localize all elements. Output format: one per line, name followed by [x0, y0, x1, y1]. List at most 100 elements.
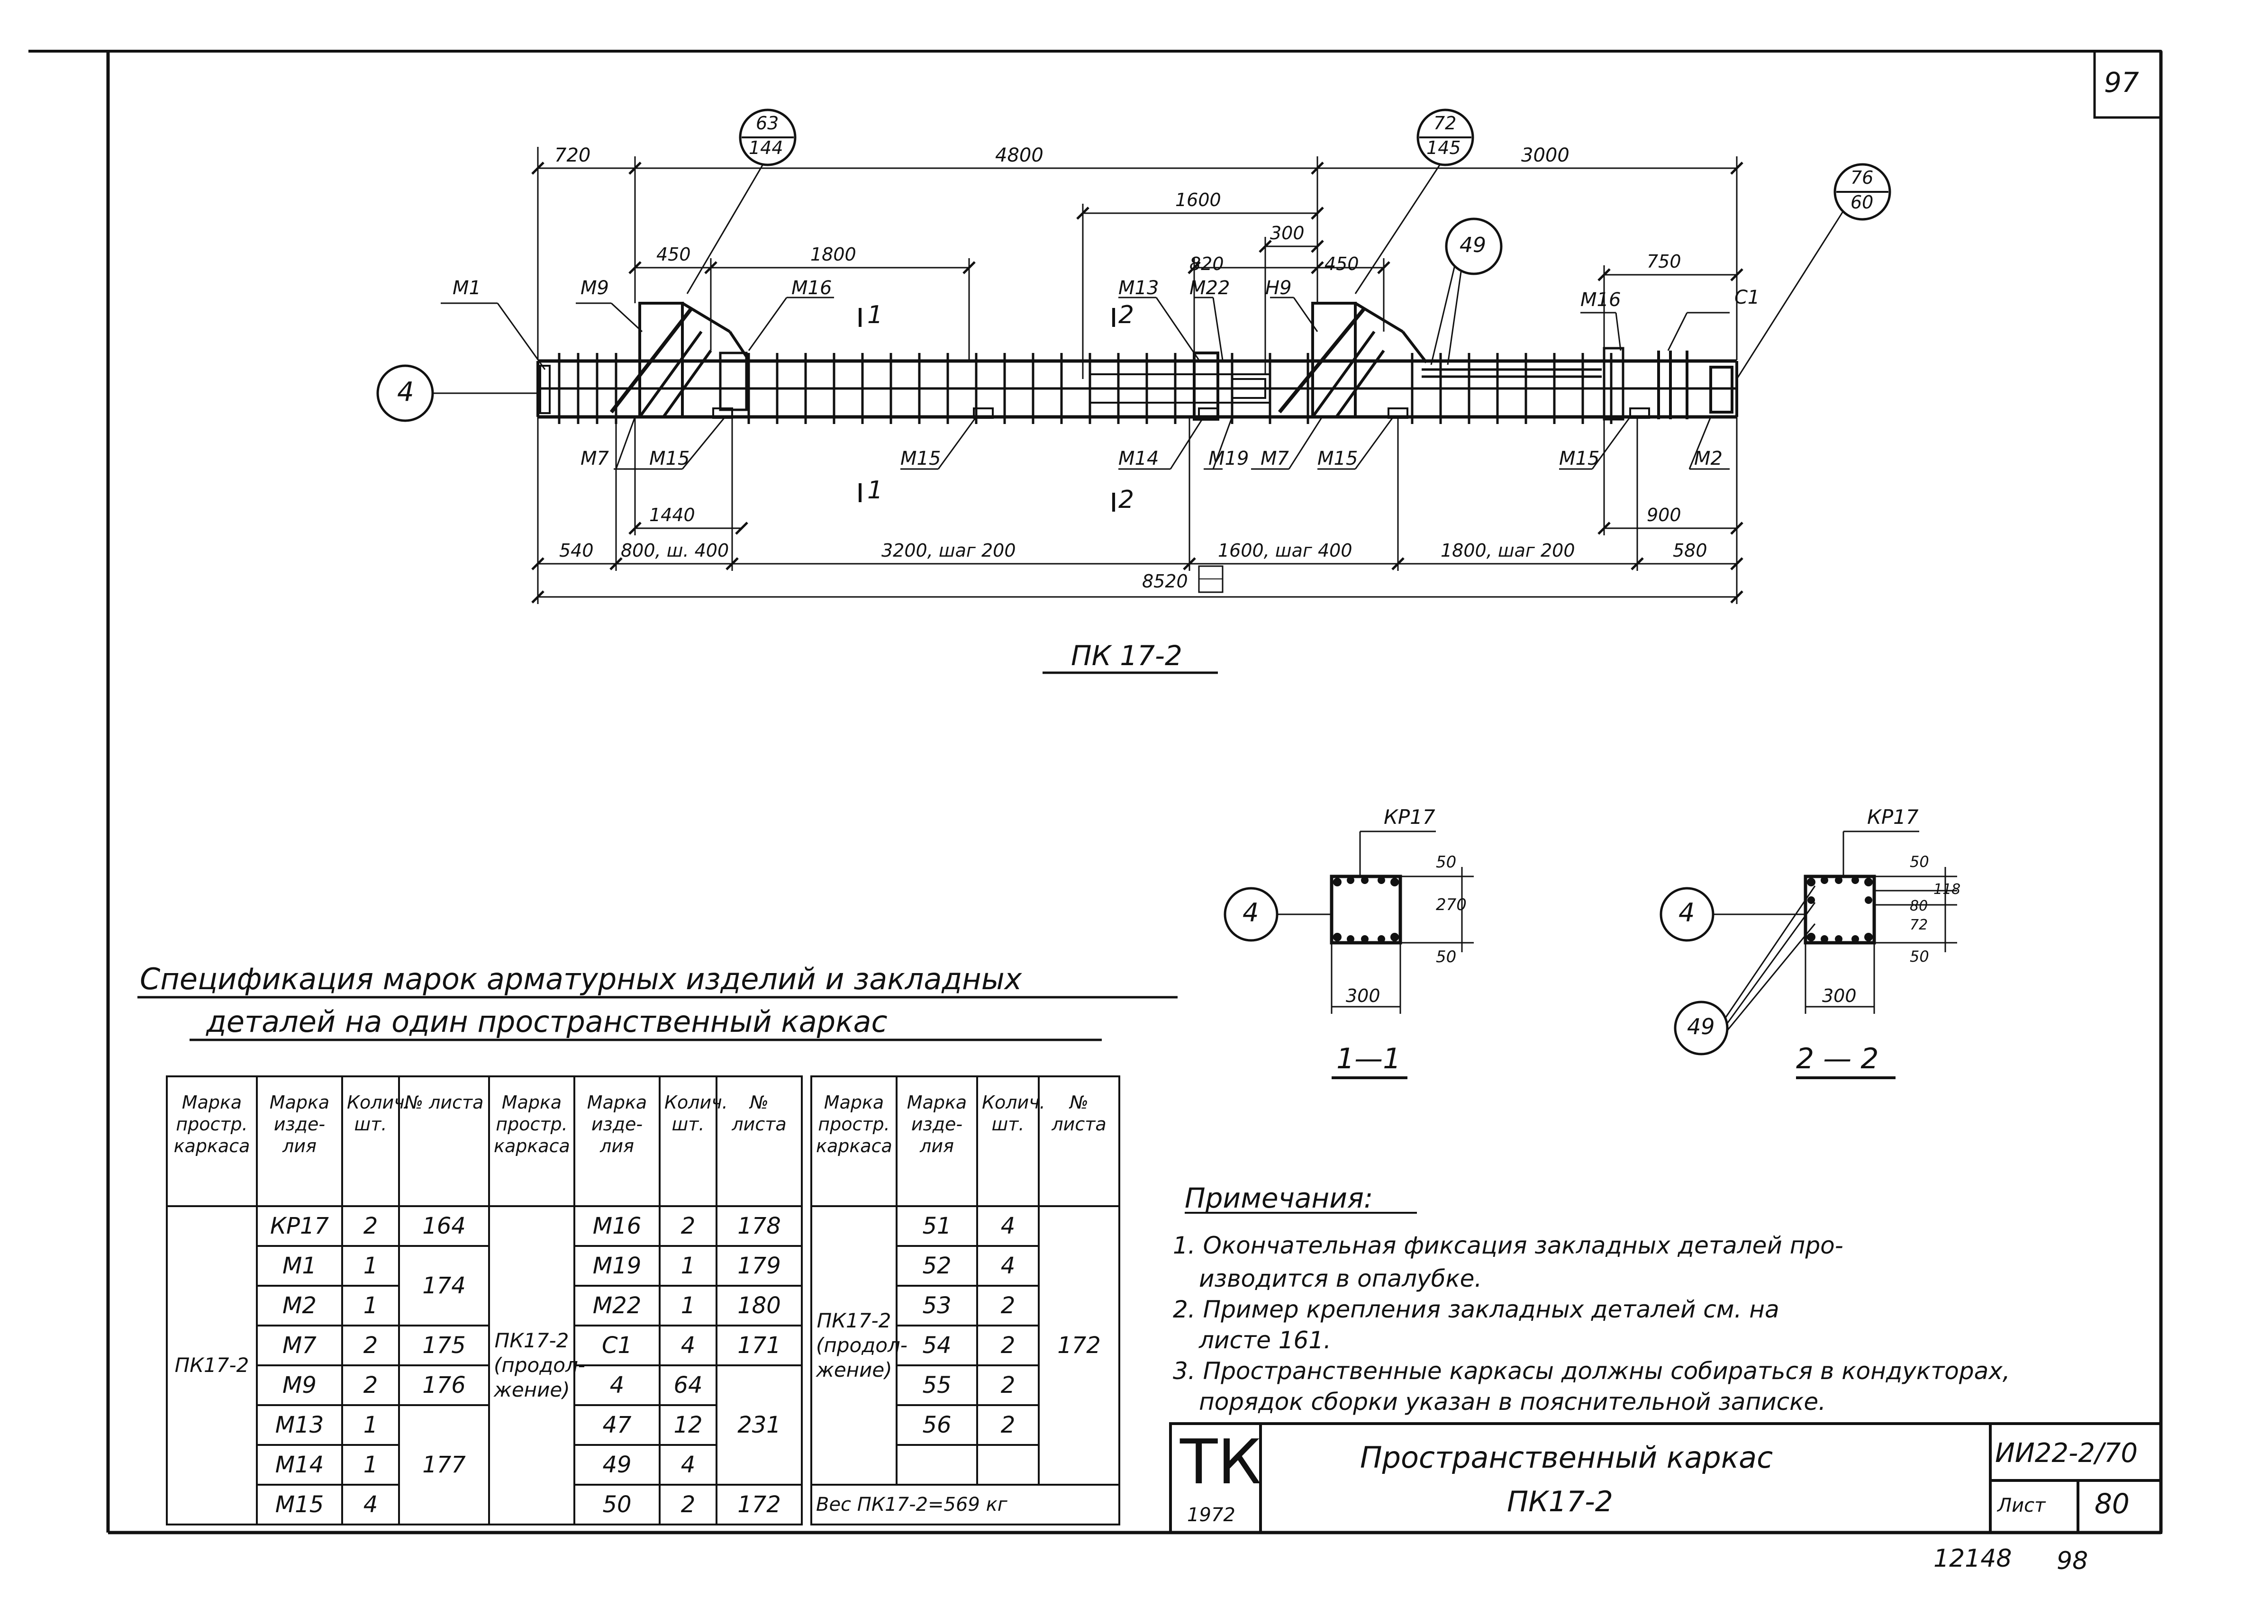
section-mark-2-top: 2 — [1118, 301, 1134, 329]
dim-900: 900 — [1647, 505, 1681, 525]
qty: 4 — [976, 1245, 1040, 1287]
label-m9-left: М9 — [581, 277, 609, 299]
label-m15-2: М15 — [900, 448, 941, 469]
dim-1800: 1800 — [810, 244, 856, 265]
item: КР17 — [256, 1205, 343, 1247]
dimension-tick — [1730, 557, 1743, 570]
header-item: Марка изде- лия — [256, 1075, 343, 1207]
sheet: 164 — [398, 1205, 490, 1247]
dim-580: 580 — [1673, 540, 1707, 561]
section-1-dim-270: 270 — [1436, 895, 1467, 914]
frame-cell: ПК17-2 (продол- жение) — [488, 1205, 585, 1525]
label-m7-left: М7 — [581, 448, 609, 469]
label-m14: М14 — [1118, 448, 1159, 469]
label-m16-right: М16 — [1580, 289, 1621, 311]
qty: 1 — [659, 1285, 717, 1326]
drawing-title: ПК 17-2 — [1071, 640, 1182, 672]
label-m2: М2 — [1694, 448, 1723, 469]
qty: 1 — [659, 1245, 717, 1287]
frame-cell: ПК17-2 (продол- жение) — [810, 1205, 907, 1486]
section-1-dim-50a: 50 — [1436, 853, 1457, 872]
spec-title-line1: Спецификация марок арматурных изделий и … — [140, 962, 1022, 996]
dimension-tick — [1311, 207, 1324, 220]
ref-72: 72 — [1433, 113, 1457, 134]
item: 53 — [896, 1285, 978, 1326]
dim-750: 750 — [1647, 251, 1681, 272]
qty: 2 — [976, 1325, 1040, 1366]
dimension-lines — [537, 147, 1738, 604]
dim-3200-step: 3200, шаг 200 — [881, 540, 1016, 561]
dimension-tick — [726, 557, 739, 570]
item — [896, 1444, 978, 1486]
label-m19: М19 — [1208, 448, 1249, 469]
section-bars — [1333, 876, 1873, 943]
dimension-tick — [1730, 268, 1743, 281]
qty: 2 — [976, 1285, 1040, 1326]
header-frame: Марка простр. каркаса — [166, 1075, 258, 1207]
title-block-name-2: ПК17-2 — [1507, 1485, 1613, 1518]
dim-4800: 4800 — [995, 144, 1043, 166]
dimension-tick — [735, 522, 748, 535]
ref-63: 63 — [756, 113, 779, 134]
dimension-tick — [1311, 261, 1324, 274]
qty: 2 — [659, 1484, 717, 1525]
dimension-tick — [704, 261, 717, 274]
dim-8520: 8520 — [1142, 571, 1188, 592]
dimension-tick — [1311, 240, 1324, 253]
section-1-title: 1—1 — [1336, 1042, 1401, 1075]
dimension-tick — [531, 557, 544, 570]
dim-720: 720 — [554, 144, 591, 166]
note-line-4: листе 161. — [1199, 1326, 1332, 1354]
section-1-1 — [1224, 830, 1474, 1079]
header-qty: Колич. шт. — [976, 1075, 1045, 1207]
header-sheet: № листа — [398, 1075, 490, 1207]
dimension-tick — [1730, 522, 1743, 535]
dimension-ticks — [531, 162, 1743, 604]
dim-800-step: 800, ш. 400 — [621, 540, 729, 561]
item: М19 — [573, 1245, 661, 1287]
dimension-tick — [1391, 557, 1405, 570]
sheet: 178 — [716, 1205, 803, 1247]
title-block-name-1: Пространственный каркас — [1360, 1440, 1773, 1475]
header-qty: Колич. шт. — [659, 1075, 728, 1207]
section-2-bubble: 4 — [1678, 898, 1695, 928]
item: 56 — [896, 1404, 978, 1446]
section-mark-1-top: 1 — [867, 301, 883, 329]
qty: 4 — [976, 1205, 1040, 1247]
section-1-dim-300: 300 — [1346, 985, 1380, 1006]
qty: 2 — [976, 1404, 1040, 1446]
note-line-6: порядок сборки указан в пояснительной за… — [1199, 1388, 1826, 1416]
qty: 1 — [341, 1444, 400, 1486]
item: 54 — [896, 1325, 978, 1366]
reference-circles — [376, 108, 1891, 422]
ref-76: 76 — [1851, 167, 1874, 188]
section-2-title: 2 — 2 — [1796, 1042, 1879, 1075]
weight-cell: Вес ПК17-2=569 кг — [810, 1484, 1120, 1525]
qty: 2 — [976, 1364, 1040, 1406]
qty: 4 — [341, 1484, 400, 1525]
header-item: Марка изде- лия — [896, 1075, 978, 1207]
section-2-2 — [1660, 830, 1957, 1079]
item: М7 — [256, 1325, 343, 1366]
header-frame: Марка простр. каркаса — [488, 1075, 575, 1207]
section-2-dim-50a: 50 — [1910, 853, 1929, 871]
title-block-sheet-no: 80 — [2095, 1488, 2130, 1520]
item: М22 — [573, 1285, 661, 1326]
dimension-tick — [1377, 261, 1390, 274]
section-2-bubble-49: 49 — [1687, 1014, 1715, 1039]
label-m15-3: М15 — [1317, 448, 1358, 469]
item: 52 — [896, 1245, 978, 1287]
qty: 2 — [341, 1364, 400, 1406]
qty — [976, 1444, 1040, 1486]
dimension-tick — [1597, 522, 1611, 535]
item: М15 — [256, 1484, 343, 1525]
sheet: 172 — [716, 1484, 803, 1525]
qty: 4 — [659, 1325, 717, 1366]
dimension-tick — [531, 162, 544, 175]
dimension-tick — [628, 162, 642, 175]
label-m22: М22 — [1189, 277, 1230, 299]
dimension-tick — [609, 557, 623, 570]
dim-1440: 1440 — [649, 505, 695, 525]
label-h9: Н9 — [1265, 277, 1292, 299]
